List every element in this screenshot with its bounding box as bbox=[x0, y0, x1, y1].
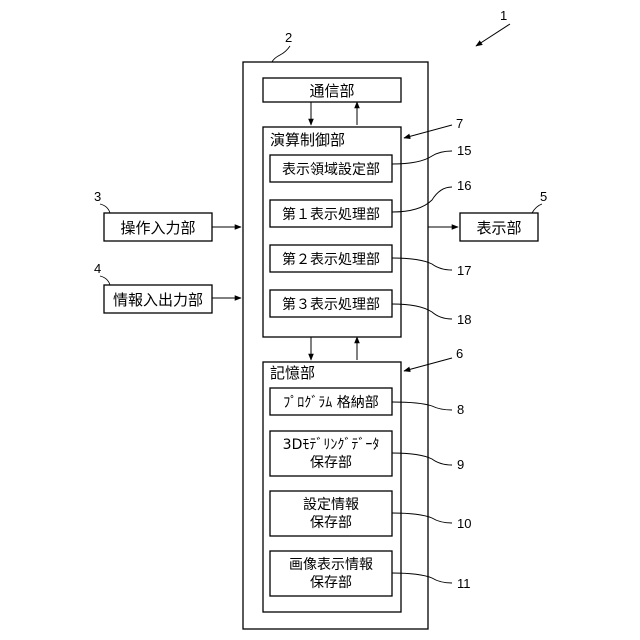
display-unit-label: 表示部 bbox=[476, 219, 521, 237]
setting-info-storage-unit: 設定情報 保存部 bbox=[270, 491, 392, 536]
ref-system: 1 bbox=[500, 8, 507, 23]
second-display-processing-label: 第２表示処理部 bbox=[282, 251, 380, 268]
ref-arithmetic-control-unit: 7 bbox=[456, 116, 463, 131]
setting-info-storage-line2: 保存部 bbox=[310, 515, 352, 531]
display-area-setting-unit: 表示領域設定部 bbox=[270, 155, 392, 182]
information-io-unit: 情報入出力部 bbox=[104, 285, 212, 313]
ref-system-arrow bbox=[476, 24, 510, 46]
ref-display-device-leader bbox=[272, 46, 290, 62]
ref-modeling-data-storage: 9 bbox=[457, 457, 464, 472]
image-display-info-storage-line2: 保存部 bbox=[310, 575, 352, 591]
setting-info-storage-line1: 設定情報 bbox=[303, 497, 359, 513]
ref-display-unit: 5 bbox=[540, 189, 547, 204]
modeling-data-storage-line2: 保存部 bbox=[310, 455, 352, 471]
ref-program-storage: 8 bbox=[457, 402, 464, 417]
ref-image-display-info-storage: 11 bbox=[457, 576, 471, 591]
ref-second-display-processing: 17 bbox=[457, 263, 471, 278]
display-area-setting-label: 表示領域設定部 bbox=[282, 161, 380, 178]
first-display-processing-unit: 第１表示処理部 bbox=[270, 200, 392, 227]
communication-unit-label: 通信部 bbox=[309, 82, 354, 100]
third-display-processing-unit: 第３表示処理部 bbox=[270, 290, 392, 317]
image-display-info-storage-line1: 画像表示情報 bbox=[289, 557, 373, 573]
ref-information-io-leader bbox=[100, 276, 110, 285]
third-display-processing-label: 第３表示処理部 bbox=[282, 296, 380, 313]
ref-display-unit-leader bbox=[532, 204, 542, 213]
operation-input-label: 操作入力部 bbox=[120, 219, 195, 237]
ref-operation-input-leader bbox=[100, 204, 110, 213]
program-storage-label: ﾌﾟﾛｸﾞﾗﾑ 格納部 bbox=[283, 395, 378, 411]
communication-unit: 通信部 bbox=[263, 78, 401, 102]
ref-first-display-processing: 16 bbox=[457, 178, 471, 193]
operation-input-unit: 操作入力部 bbox=[104, 213, 212, 241]
information-io-label: 情報入出力部 bbox=[113, 291, 203, 309]
program-storage-unit: ﾌﾟﾛｸﾞﾗﾑ 格納部 bbox=[270, 388, 392, 415]
ref-storage-unit: 6 bbox=[456, 346, 463, 361]
ref-information-io: 4 bbox=[94, 261, 101, 276]
modeling-data-storage-line1: 3Dﾓﾃﾞﾘﾝｸﾞﾃﾞｰﾀ bbox=[283, 437, 380, 453]
ref-third-display-processing: 18 bbox=[457, 312, 471, 327]
second-display-processing-unit: 第２表示処理部 bbox=[270, 245, 392, 272]
ref-operation-input: 3 bbox=[94, 189, 101, 204]
arithmetic-control-unit-label: 演算制御部 bbox=[270, 131, 345, 149]
ref-setting-info-storage: 10 bbox=[457, 516, 471, 531]
ref-display-area-setting: 15 bbox=[457, 143, 471, 158]
image-display-info-storage-unit: 画像表示情報 保存部 bbox=[270, 551, 392, 596]
first-display-processing-label: 第１表示処理部 bbox=[282, 206, 380, 223]
ref-display-device: 2 bbox=[285, 30, 292, 45]
display-unit: 表示部 bbox=[460, 213, 538, 241]
storage-unit-label: 記憶部 bbox=[270, 364, 315, 382]
modeling-data-storage-unit: 3Dﾓﾃﾞﾘﾝｸﾞﾃﾞｰﾀ 保存部 bbox=[270, 431, 392, 476]
